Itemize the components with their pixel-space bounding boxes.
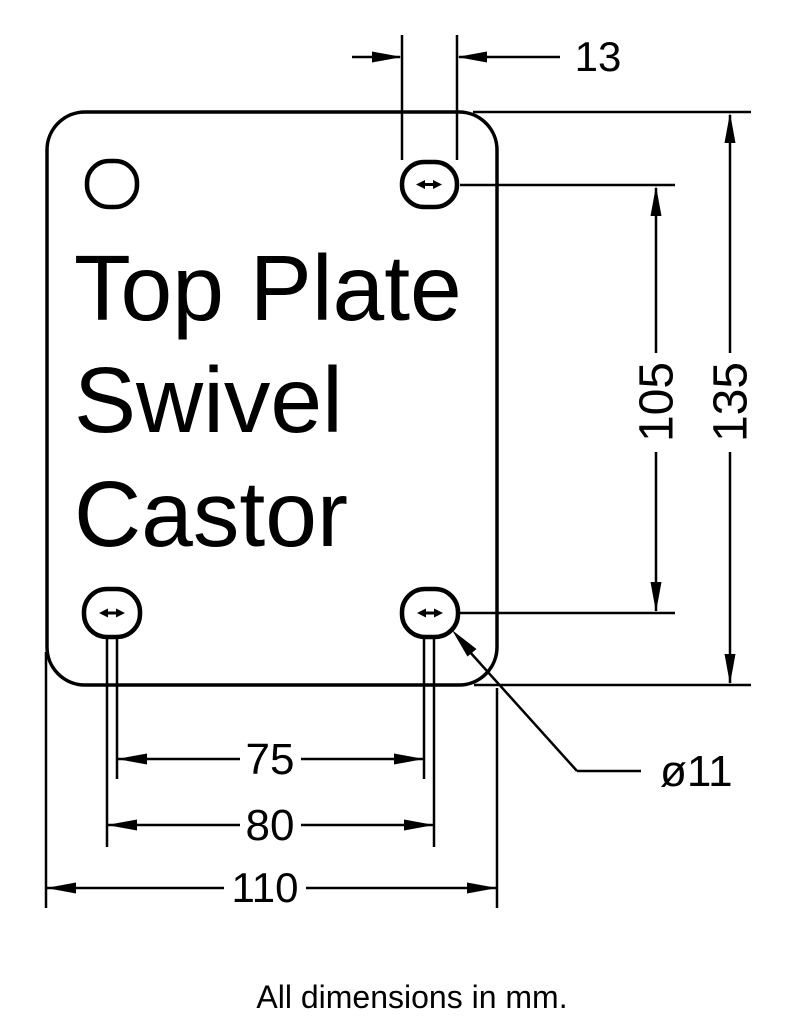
dim-13-arrowhead-left [372,51,402,63]
dim-110-label: 110 [232,864,299,911]
dim-105-arrowhead-bottom [650,582,662,612]
dim-80-arrowhead-right [404,819,434,831]
dim-110-arrowhead-right [467,882,497,894]
hole-top-left [84,158,140,210]
plate [45,110,499,687]
title-line-3: Castor [74,462,348,566]
dim-135-arrowhead-bottom [724,654,736,684]
dim-hole-span-outer: 80 [105,638,436,850]
dim-110-arrowhead-left [46,882,76,894]
dim-slot-length: 13 [352,33,621,160]
dim-105-arrowhead-top [650,186,662,216]
dim-80-label: 80 [246,801,295,850]
plate-title: Top Plate Swivel Castor [74,236,462,566]
dim-135-label: 135 [705,362,758,442]
dimensions-note: All dimensions in mm. [256,979,567,1015]
dim-hole-span-inner: 75 [115,638,426,784]
leader-line-diagonal [468,650,578,772]
slot-arrow-icon [99,608,125,618]
dim-plate-width: 110 [44,652,499,911]
dim-diameter-label: ø11 [660,747,733,796]
dim-75-arrowhead-right [394,753,424,765]
dim-plate-height: 135 [473,110,758,687]
leader-hole-diameter: ø11 [452,630,733,796]
dim-13-label: 13 [575,33,622,80]
dim-hole-vertical-span: 105 [460,183,684,615]
leader-arrowhead [452,630,477,657]
plate-outline [45,110,499,687]
slot-arrow-icon [417,608,443,618]
dim-75-arrowhead-left [117,753,147,765]
dim-13-arrowhead-right [457,51,487,63]
dim-105-label: 105 [631,362,684,442]
slot-arrow-icon [416,180,442,189]
bolt-holes [81,158,461,640]
dim-135-arrowhead-top [724,113,736,143]
title-line-1: Top Plate [74,236,462,340]
title-line-2: Swivel [74,348,343,452]
dim-75-label: 75 [246,735,295,784]
dim-80-arrowhead-left [107,819,137,831]
